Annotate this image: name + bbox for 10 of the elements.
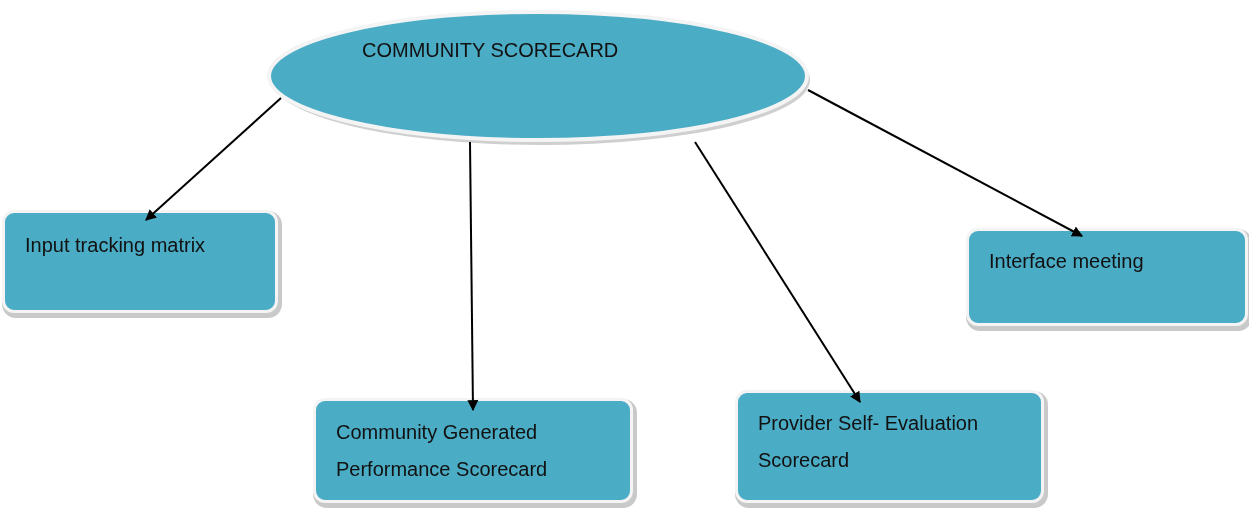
box-label: Interface meeting bbox=[989, 249, 1145, 274]
box-label: Community Generated Performance Scorecard bbox=[336, 420, 549, 482]
box-label: Input tracking matrix bbox=[25, 233, 207, 258]
arrow bbox=[145, 97, 282, 221]
arrow bbox=[467, 141, 479, 412]
box-label: Provider Self- Evaluation Scorecard bbox=[758, 411, 980, 473]
arrow bbox=[694, 141, 861, 403]
topic-ellipse bbox=[266, 8, 810, 144]
arrow bbox=[807, 89, 1083, 237]
diagram-heading: COMMUNITY SCORECARD bbox=[362, 38, 620, 63]
